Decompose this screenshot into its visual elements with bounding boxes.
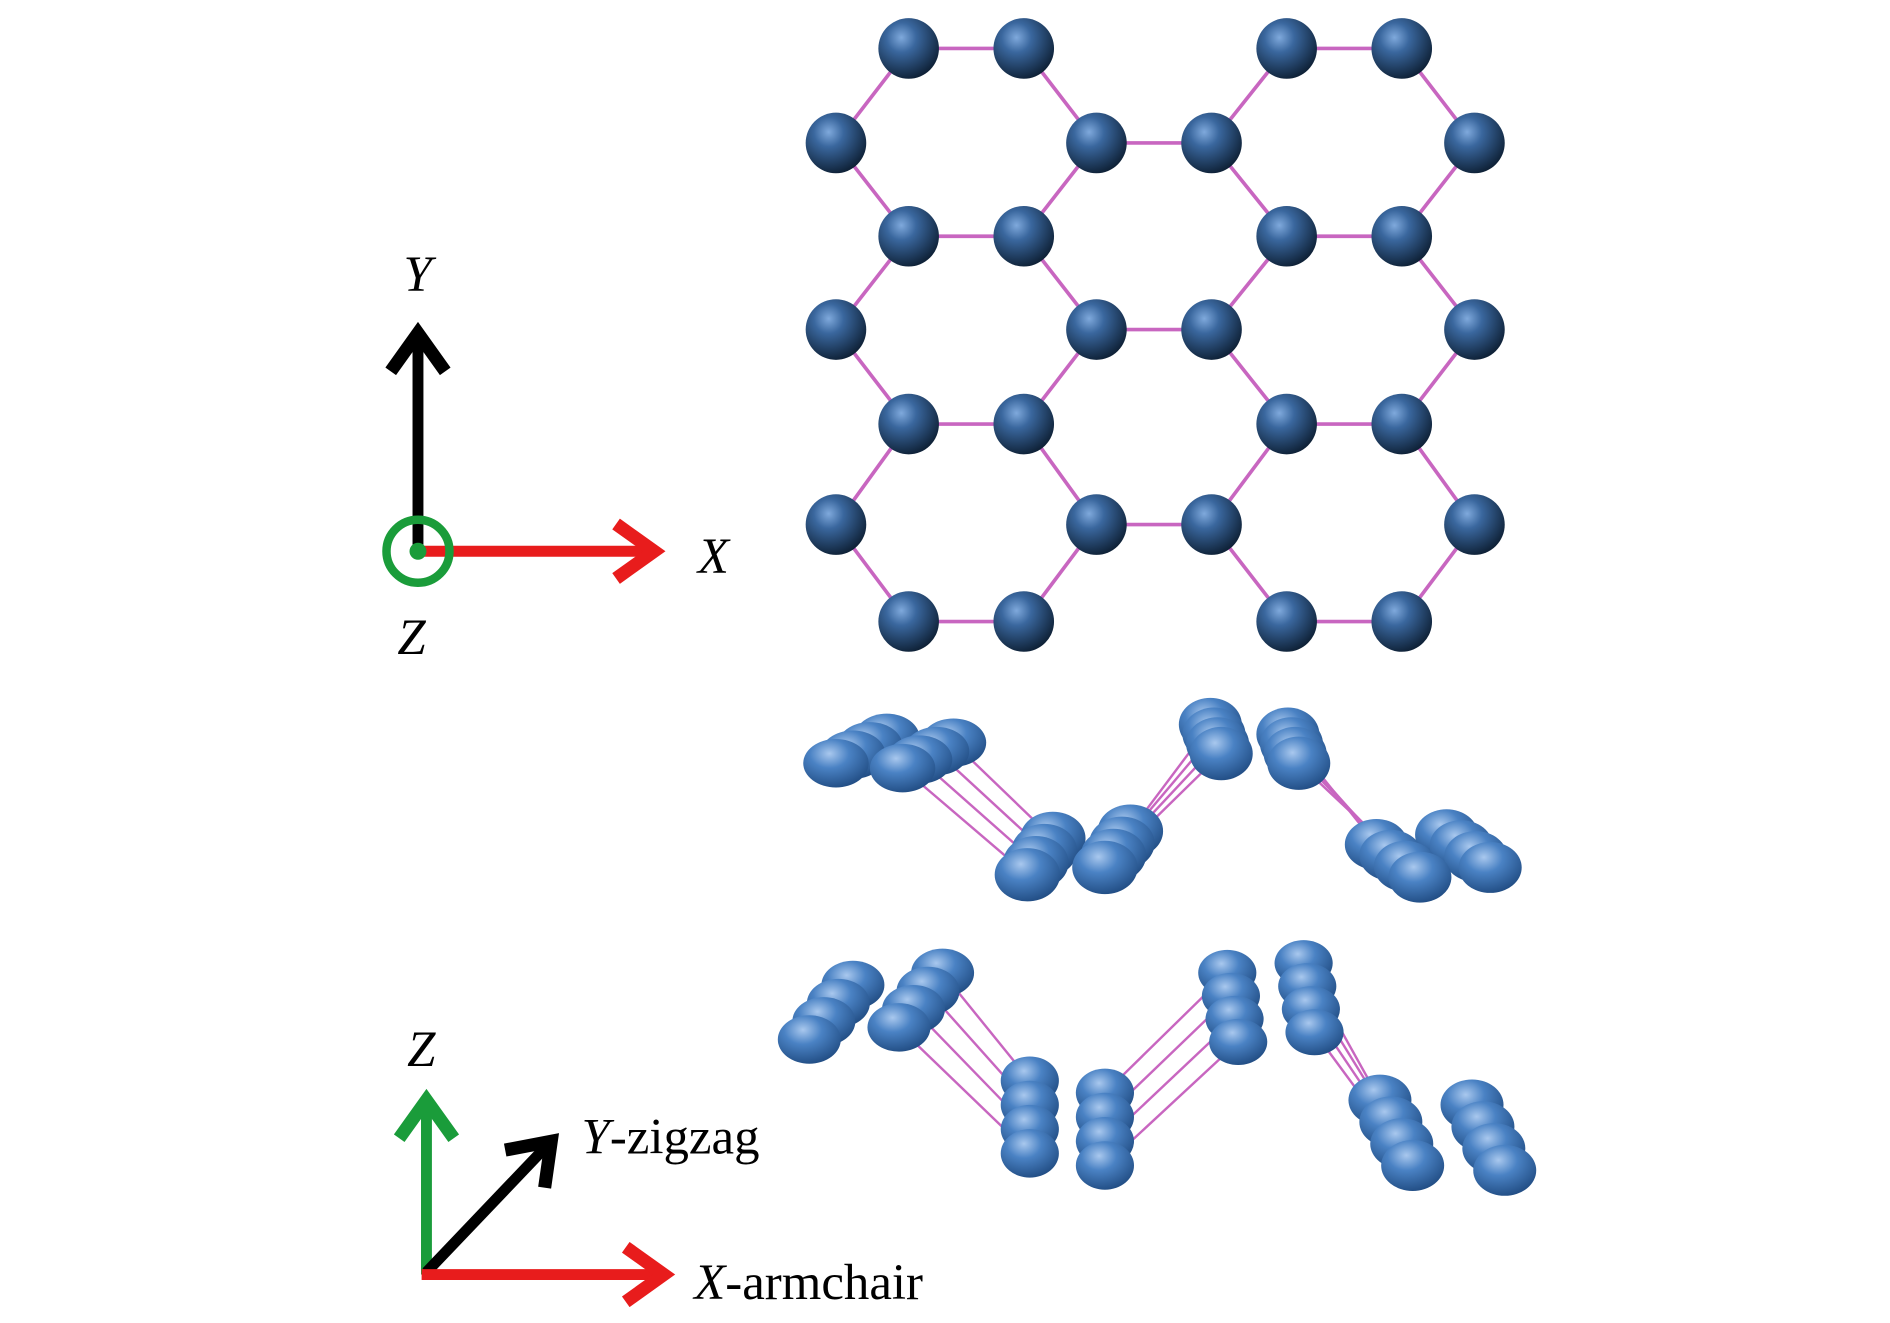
- atom: [1444, 112, 1505, 174]
- atom: [1371, 205, 1433, 267]
- atom: [1075, 1141, 1134, 1190]
- z-axis-out-of-plane-icon: [382, 515, 454, 587]
- x-axis-label: X: [696, 529, 731, 585]
- atom: [1371, 18, 1433, 79]
- atom: [1371, 393, 1433, 455]
- atom: [1285, 1009, 1344, 1056]
- atom: [1388, 851, 1452, 903]
- side-view-lattice-1: [803, 697, 1522, 903]
- atom: [994, 848, 1061, 902]
- atom: [1072, 840, 1138, 895]
- top-axes: Y X Z: [382, 247, 731, 666]
- atom: [878, 591, 939, 652]
- atom: [1458, 842, 1522, 893]
- atom: [1473, 1144, 1537, 1196]
- atom: [1066, 299, 1127, 360]
- side-view-lattice-2: [777, 940, 1537, 1196]
- atom: [993, 591, 1055, 652]
- atom: [1256, 18, 1317, 79]
- atom: [805, 494, 867, 555]
- atom: [993, 18, 1055, 79]
- atom: [1444, 494, 1505, 555]
- atom: [1256, 591, 1317, 652]
- top-view-lattice: [805, 18, 1505, 652]
- atom: [878, 393, 939, 455]
- atom: [878, 205, 939, 267]
- atom: [805, 299, 867, 360]
- atom: [869, 743, 936, 793]
- z-axis-label: Z: [407, 1022, 436, 1078]
- atom: [1066, 494, 1127, 555]
- atom: [1181, 494, 1242, 555]
- atom: [1181, 112, 1242, 174]
- atom: [878, 18, 939, 79]
- atom: [1444, 299, 1505, 360]
- atom: [867, 1003, 931, 1052]
- y-zigzag-axis-arrow: [422, 1133, 560, 1276]
- atom: [1371, 591, 1433, 652]
- z-axis-label: Z: [397, 610, 426, 666]
- atom: [805, 112, 867, 174]
- atom: [777, 1015, 841, 1064]
- atom: [1209, 1018, 1268, 1065]
- atom: [1000, 1129, 1059, 1178]
- atom: [1381, 1140, 1445, 1191]
- z-axis-dot: [409, 542, 427, 560]
- atom: [803, 739, 869, 788]
- atom: [993, 393, 1055, 455]
- atom: [1181, 299, 1242, 360]
- atom: [993, 205, 1055, 267]
- atom: [1189, 726, 1253, 781]
- x-armchair-label: X-armchair: [692, 1255, 923, 1311]
- atom: [1267, 736, 1331, 790]
- atom: [1256, 205, 1317, 267]
- y-zigzag-label: Y-zigzag: [582, 1109, 760, 1165]
- atom: [1256, 393, 1317, 455]
- atom: [1066, 112, 1127, 174]
- bottom-axes: Z Y-zigzag X-armchair: [393, 1022, 923, 1311]
- y-axis-label: Y: [403, 247, 436, 303]
